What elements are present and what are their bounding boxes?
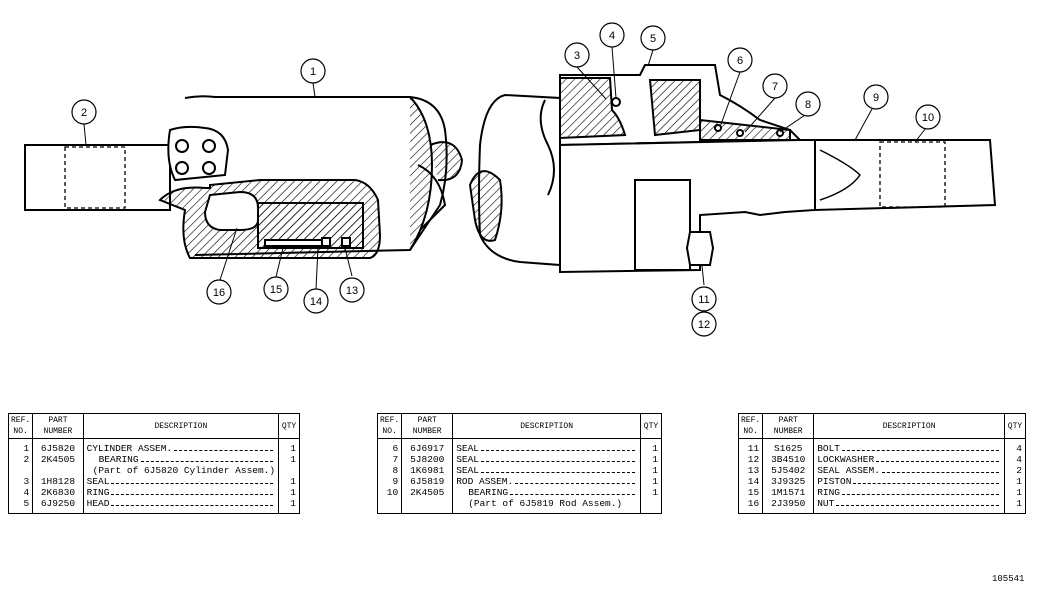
- callout-4: [599, 22, 625, 48]
- callout-6: [727, 47, 753, 73]
- callout-2: [71, 99, 97, 125]
- callout-label-6: 6: [737, 55, 743, 67]
- cylinder-assembly: [24, 95, 464, 259]
- callout-13: [339, 277, 365, 303]
- qty-header: QTY: [278, 413, 300, 439]
- ref-no-header: REF.NO.: [376, 413, 403, 439]
- callout-label-12: 12: [698, 319, 710, 331]
- description-header: DESCRIPTION: [452, 413, 641, 439]
- callouts: [83, 46, 927, 290]
- callout-label-14: 14: [310, 296, 322, 308]
- callout-label-3: 3: [574, 50, 580, 62]
- callout-9: [863, 84, 889, 110]
- qty-header: QTY: [1004, 413, 1026, 439]
- callout-11: [691, 286, 717, 312]
- callout-label-16: 16: [213, 287, 225, 299]
- callout-7: [762, 73, 788, 99]
- callout-12: [691, 311, 717, 337]
- ref-no-header: REF.NO.: [7, 413, 34, 439]
- table-row: (Part of 6J5819 Rod Assem.): [376, 498, 662, 514]
- callout-label-13: 13: [346, 285, 358, 297]
- callout-label-8: 8: [805, 99, 811, 111]
- callout-label-2: 2: [81, 107, 87, 119]
- ref-no-header: REF.NO.: [737, 413, 764, 439]
- callout-label-7: 7: [772, 81, 778, 93]
- callout-label-9: 9: [873, 92, 879, 104]
- callout-label-1: 1: [310, 66, 316, 78]
- callout-16: [206, 279, 232, 305]
- callout-1: [300, 58, 326, 84]
- callout-14: [303, 288, 329, 314]
- callout-5: [640, 25, 666, 51]
- callout-label-4: 4: [609, 30, 615, 42]
- qty-header: QTY: [640, 413, 662, 439]
- rod-assembly: [468, 64, 997, 274]
- callout-circles: [71, 22, 941, 337]
- cylinder-diagram: 1 2 3 4 5 6 7 8 9 10 11 12 13 14 15 16: [24, 22, 997, 337]
- callout-15: [263, 276, 289, 302]
- table-row: (Part of 6J5820 Cylinder Assem.): [7, 465, 300, 476]
- description-header: DESCRIPTION: [82, 413, 280, 439]
- document-number: 105541: [992, 574, 1025, 584]
- callout-8: [795, 91, 821, 117]
- callout-label-5: 5: [650, 33, 656, 45]
- callout-label-15: 15: [270, 284, 282, 296]
- description-header: DESCRIPTION: [813, 413, 1005, 439]
- callout-label-10: 10: [922, 112, 934, 124]
- callout-3: [564, 42, 590, 68]
- callout-labels: 1 2 3 4 5 6 7 8 9 10 11 12 13 14 15 16: [81, 30, 934, 331]
- callout-label-11: 11: [698, 294, 709, 306]
- callout-10: [915, 104, 941, 130]
